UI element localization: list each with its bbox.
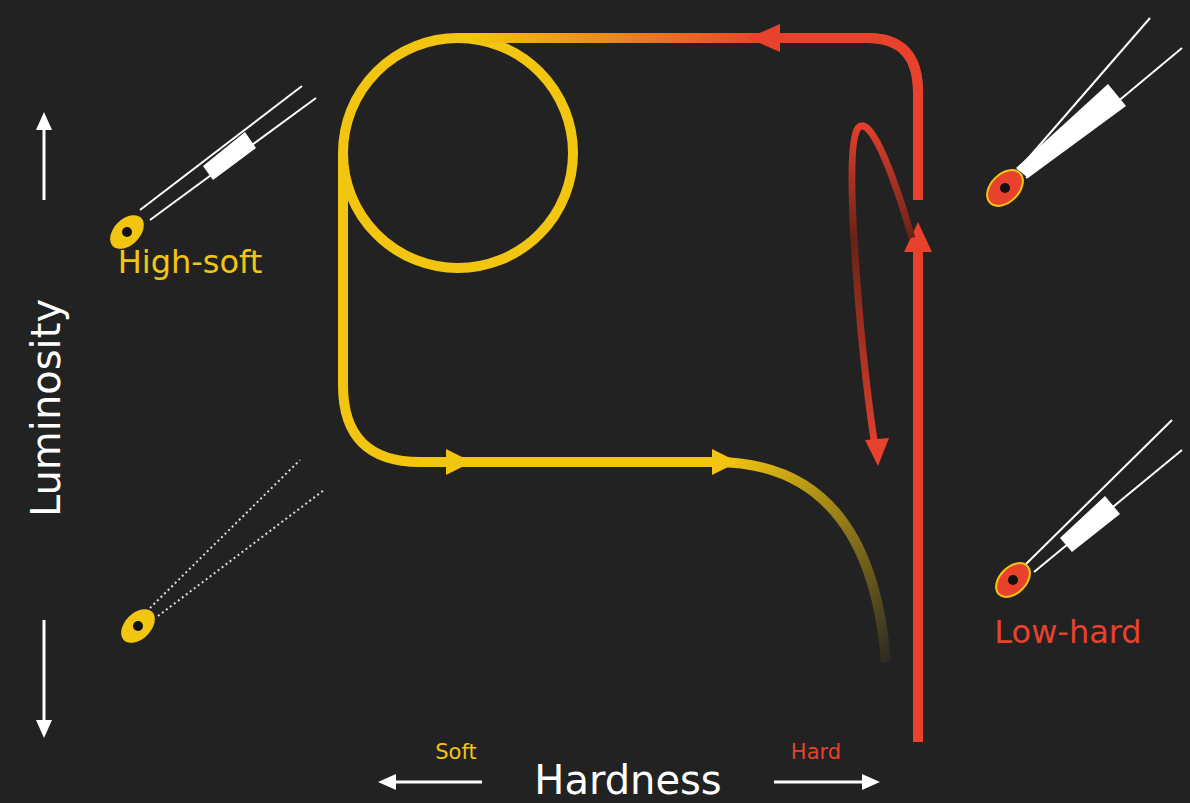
soft-state-loop bbox=[343, 38, 573, 268]
hard-rise-track bbox=[913, 245, 923, 742]
low-soft-icon bbox=[115, 460, 324, 649]
soft-track bbox=[343, 153, 720, 462]
track-arrowhead bbox=[712, 449, 738, 475]
state-label: Low-hard bbox=[994, 616, 1141, 648]
soft-to-hard-fade bbox=[715, 462, 886, 662]
low-hard-icon bbox=[990, 420, 1182, 603]
track-arrowhead bbox=[748, 24, 780, 52]
axis-end-label: Hard bbox=[791, 742, 841, 763]
axis-arrows bbox=[44, 126, 866, 782]
high-soft-icon bbox=[104, 86, 316, 255]
state-label: High-soft bbox=[118, 246, 263, 278]
high-hard-icon bbox=[980, 18, 1182, 213]
track-arrowhead bbox=[446, 449, 472, 475]
failed-transition-hook bbox=[852, 126, 912, 440]
axis-title: Luminosity bbox=[26, 299, 66, 517]
axis-end-label: Soft bbox=[435, 742, 476, 763]
axis-arrowheads bbox=[36, 112, 880, 790]
axis-title: Hardness bbox=[534, 760, 721, 800]
track-arrowhead bbox=[865, 438, 889, 466]
